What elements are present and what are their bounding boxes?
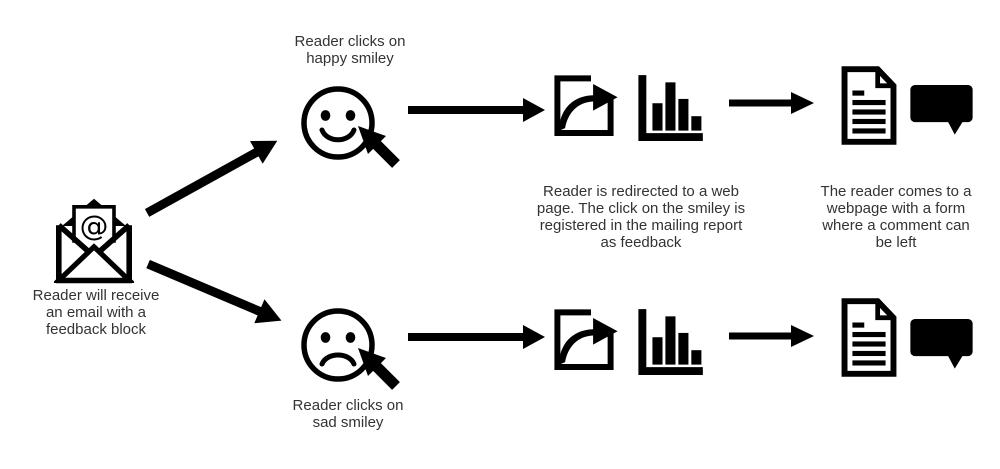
document-icon xyxy=(839,65,899,146)
share-redirect-icon xyxy=(549,300,619,378)
email-at-icon xyxy=(54,198,134,286)
arrow-email-to-sad xyxy=(146,259,282,324)
arrow-redirect-to-form-top xyxy=(729,92,814,114)
redirect-caption: Reader is redirected to a web page. The … xyxy=(536,183,746,252)
happy-smiley-caption: Reader clicks on happy smiley xyxy=(294,33,406,68)
arrow-happy-to-redirect xyxy=(408,98,545,122)
sad-smiley-caption: Reader clicks on sad smiley xyxy=(292,397,404,432)
email-caption: Reader will receive an email with a feed… xyxy=(32,287,160,339)
arrow-sad-to-redirect xyxy=(408,325,545,349)
arrow-email-to-happy xyxy=(144,140,278,217)
comment-form-caption: The reader comes to a webpage with a for… xyxy=(820,183,972,252)
happy-smiley-cursor-icon xyxy=(298,83,410,187)
sad-smiley-cursor-icon xyxy=(298,305,410,409)
bar-chart-icon xyxy=(633,73,705,145)
bar-chart-icon xyxy=(633,307,705,379)
comment-bubble-icon xyxy=(908,83,975,136)
document-icon xyxy=(839,297,899,378)
arrow-redirect-to-form-bottom xyxy=(729,325,814,347)
share-redirect-icon xyxy=(549,66,619,144)
comment-bubble-icon xyxy=(908,317,975,370)
